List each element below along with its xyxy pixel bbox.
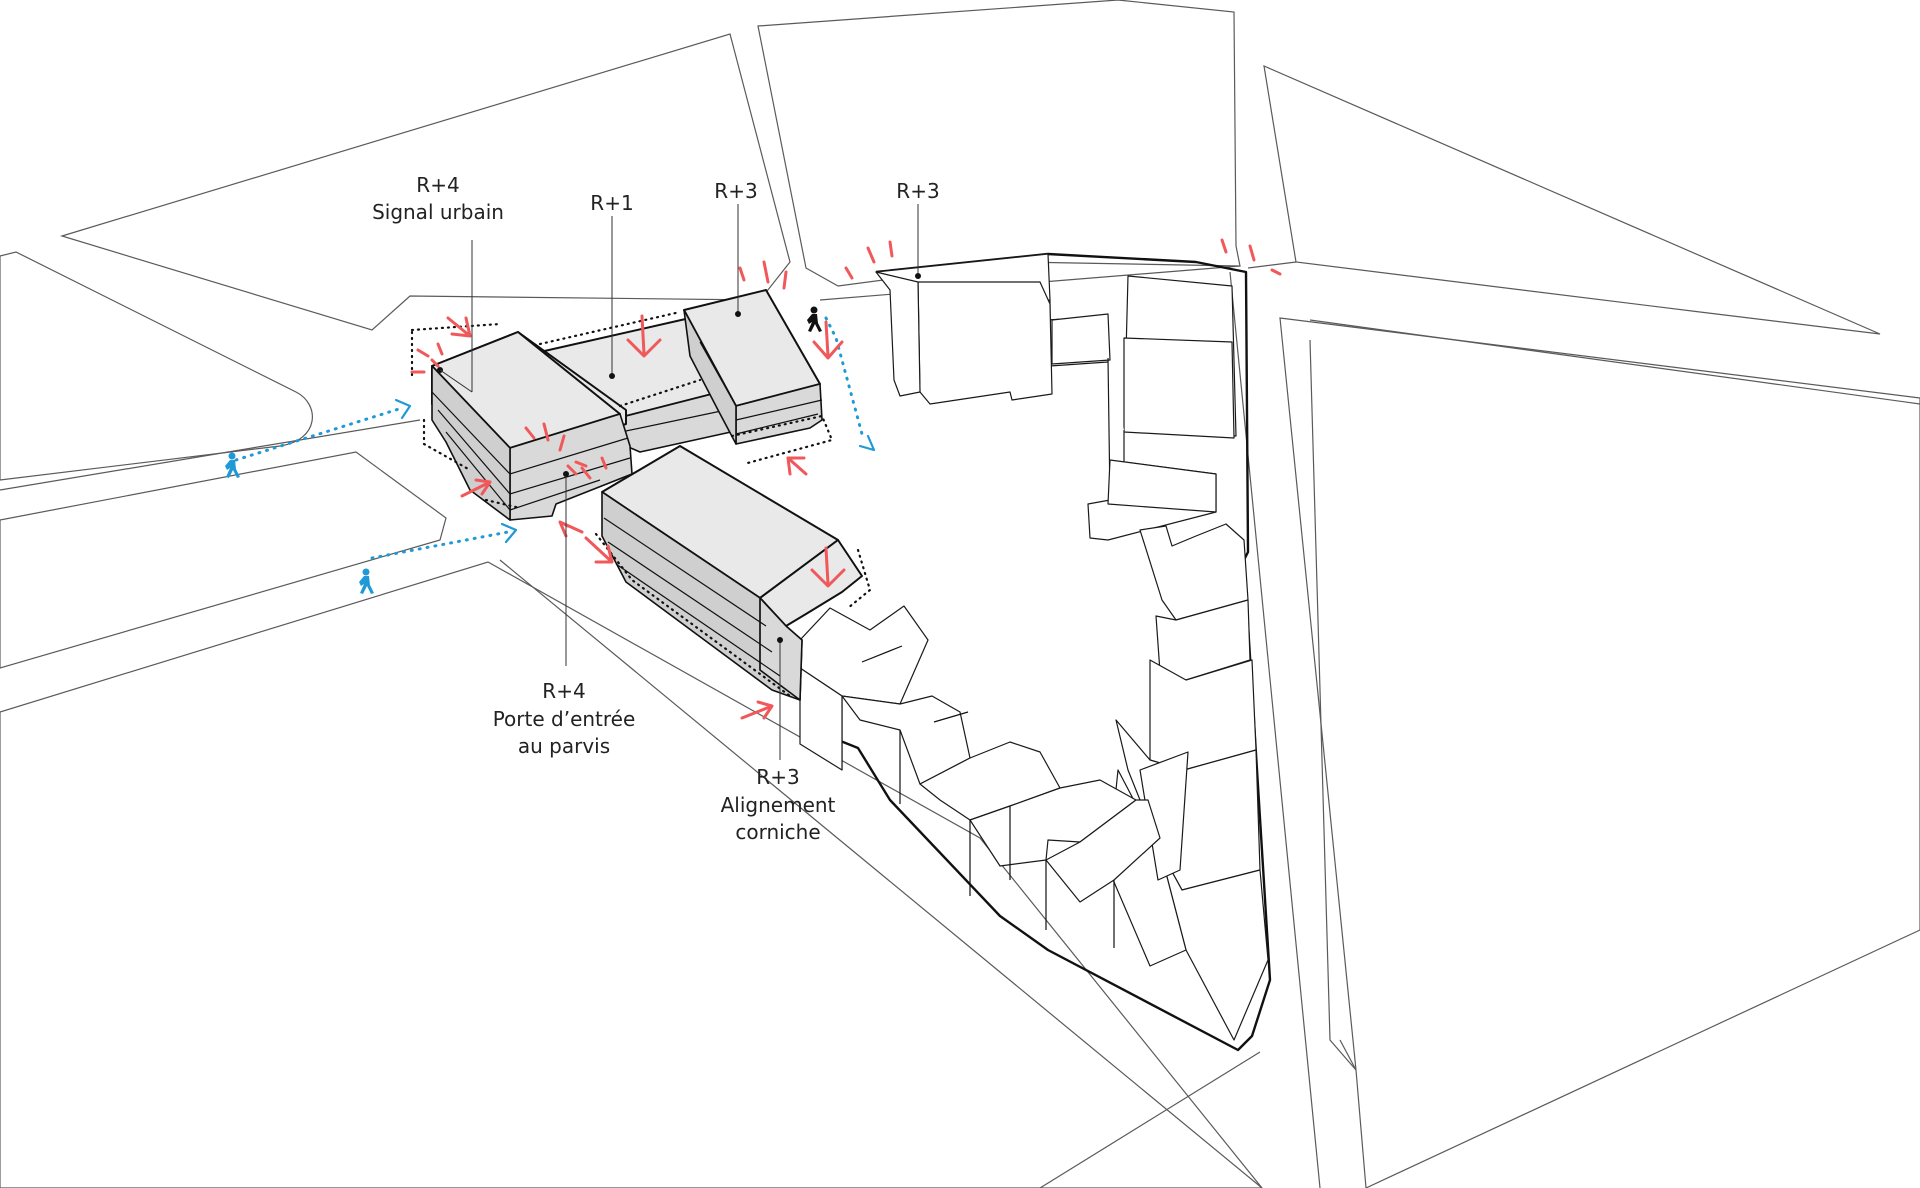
arrow-icon [558,520,584,538]
arrow-icon [740,700,774,720]
existing-building-top-front [917,281,1053,405]
existing-building-link [1051,313,1111,365]
leader-lines [437,204,921,760]
label-porte-level: R+4 [542,679,585,703]
pedestrian-icon [807,306,822,332]
label-corniche-line2: corniche [735,820,820,844]
label-r3-existing-level: R+3 [896,179,939,203]
block-right [1279,317,1920,1188]
block-left-upper [0,251,313,481]
low-house-5 [1045,799,1161,903]
existing-building-top-side [875,271,921,397]
dotted-outline-north [410,310,834,472]
arrow-icon [460,478,492,498]
row-house-1 [1139,523,1249,621]
flow-west-upper [234,406,404,462]
label-signal-text: Signal urbain [372,200,504,224]
block-right-inner [1309,319,1920,1071]
row-house-3 [1149,659,1257,771]
flow-north-arrowhead [858,434,876,452]
label-signal-level: R+4 [416,173,459,197]
pedestrian-icon [225,452,240,478]
leader-dot [563,471,569,477]
leader-dot [915,273,921,279]
label-porte-line1: Porte d’entrée [493,707,636,731]
arrow-icon [626,314,662,358]
low-house-front [799,667,843,771]
leader-dot [735,311,741,317]
viewpoint-tick-icon [844,240,894,280]
existing-buildings [649,252,1272,1052]
label-porte-line2: au parvis [518,734,610,758]
arrow-icon [786,456,808,476]
viewpoint-tick-icon [410,342,444,374]
arrow-icon [446,316,472,338]
block-top-right [1263,65,1881,335]
label-r1-level: R+1 [590,191,633,215]
viewpoint-tick-icon [738,260,788,290]
building-south-bands [603,517,781,677]
flow-west-upper-arrowhead [394,398,412,420]
label-corniche-line1: Alignement [721,793,836,817]
flow-west-lower-arrowhead [500,522,518,544]
block-left-middle [0,451,447,669]
arrow-icon [812,320,844,360]
block-left-lower [0,561,1263,1188]
viewpoint-tick-icon [1220,238,1282,276]
pedestrian-flows [225,306,876,594]
labels: R+4 Signal urbain R+1 R+3 R+3 R+4 Porte … [372,173,940,844]
viewpoint-tick-icon [524,422,608,470]
pedestrian-icon [359,568,374,594]
leader-dot [777,637,783,643]
existing-wing-right-step [1107,459,1217,513]
flow-west-lower [370,530,510,560]
flow-north [824,316,864,436]
arrow-icon [584,536,614,564]
leader-dot [609,373,615,379]
dotted-footprint [410,310,872,698]
viewpoint-tick-icon [566,464,592,480]
existing-wing-right-mid [1123,337,1235,439]
arrow-icon [810,546,846,588]
red-annotations [410,238,1282,720]
label-r3-north-level: R+3 [714,179,757,203]
building-signal-bands [431,391,631,511]
block-top-middle [757,0,1241,287]
building-r3-north-bands [699,341,823,435]
label-corniche-level: R+3 [756,765,799,789]
